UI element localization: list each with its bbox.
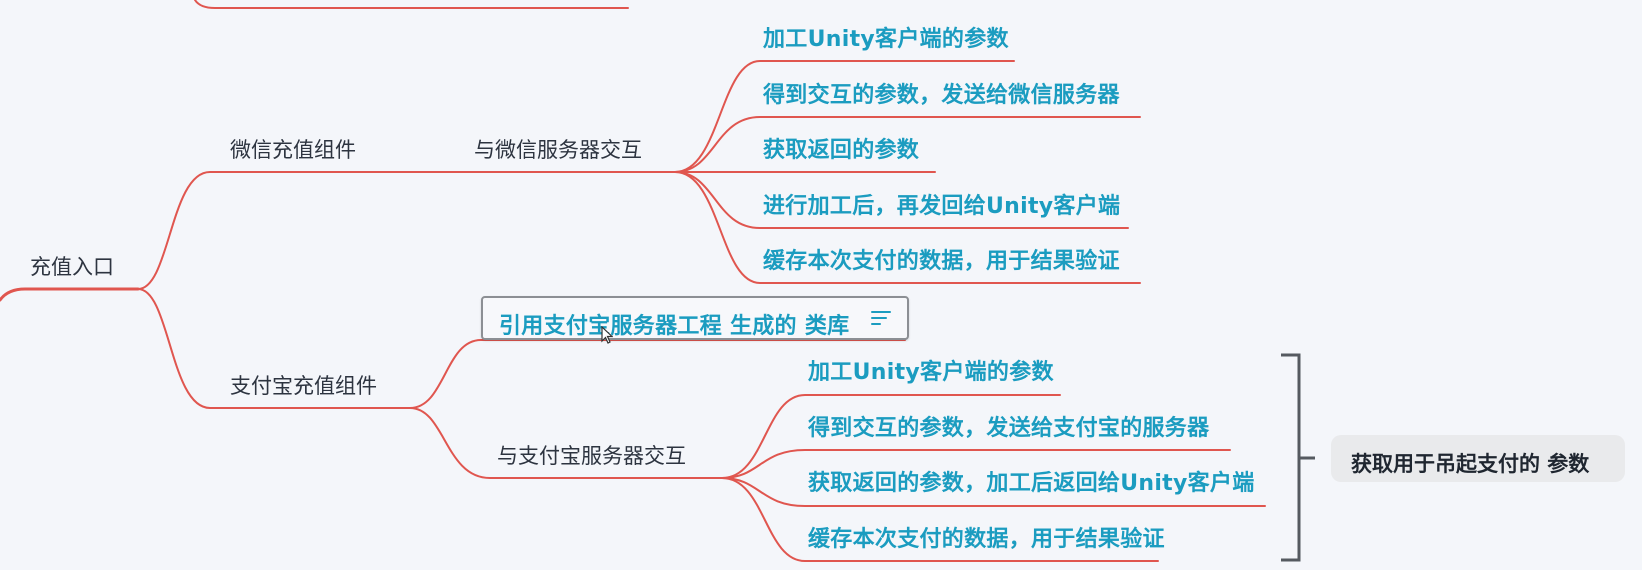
branch-alipay-component[interactable]: 支付宝充值组件 [230, 376, 377, 397]
summary-bracket [1281, 353, 1315, 562]
leaf-label: 进行加工后，再发回给Unity客户端 [763, 194, 1121, 219]
leaf-wechat-3[interactable]: 获取返回的参数 [763, 140, 919, 162]
node-alipay-library-selected[interactable]: 引用支付宝服务器工程 生成的 类库 [481, 296, 909, 340]
node-wechat-interaction-label: 与微信服务器交互 [474, 138, 642, 162]
summary-node-label: 获取用于吊起支付的 参数 [1351, 452, 1590, 476]
leaf-label: 加工Unity客户端的参数 [808, 360, 1054, 385]
leaf-label: 加工Unity客户端的参数 [763, 27, 1009, 52]
node-alipay-interaction-label: 与支付宝服务器交互 [497, 444, 686, 468]
root-node[interactable]: 充值入口 [30, 257, 114, 278]
mouse-cursor-icon [601, 326, 613, 344]
leaf-alipay-2[interactable]: 得到交互的参数，发送给支付宝的服务器 [808, 418, 1209, 440]
summary-node[interactable]: 获取用于吊起支付的 参数 [1331, 435, 1625, 482]
node-alipay-library-label: 引用支付宝服务器工程 生成的 类库 [499, 314, 850, 339]
root-node-label: 充值入口 [30, 255, 114, 279]
leaf-alipay-3[interactable]: 获取返回的参数，加工后返回给Unity客户端 [808, 473, 1255, 495]
node-wechat-interaction[interactable]: 与微信服务器交互 [474, 140, 642, 161]
leaf-label: 得到交互的参数，发送给微信服务器 [763, 83, 1120, 108]
branch-alipay-component-label: 支付宝充值组件 [230, 374, 377, 398]
branch-wechat-component[interactable]: 微信充值组件 [230, 140, 356, 161]
leaf-label: 缓存本次支付的数据，用于结果验证 [763, 249, 1120, 274]
branch-wechat-component-label: 微信充值组件 [230, 138, 356, 162]
leaf-alipay-1[interactable]: 加工Unity客户端的参数 [808, 362, 1054, 384]
leaf-label: 获取返回的参数 [763, 138, 920, 163]
notes-icon[interactable] [871, 311, 891, 327]
leaf-label: 获取返回的参数，加工后返回给Unity客户端 [808, 471, 1255, 496]
leaf-wechat-1[interactable]: 加工Unity客户端的参数 [763, 29, 1009, 51]
leaf-wechat-2[interactable]: 得到交互的参数，发送给微信服务器 [763, 85, 1120, 107]
leaf-wechat-5[interactable]: 缓存本次支付的数据，用于结果验证 [763, 251, 1120, 273]
leaf-label: 得到交互的参数，发送给支付宝的服务器 [808, 416, 1210, 441]
node-alipay-interaction[interactable]: 与支付宝服务器交互 [497, 446, 686, 467]
leaf-wechat-4[interactable]: 进行加工后，再发回给Unity客户端 [763, 196, 1120, 218]
leaf-label: 缓存本次支付的数据，用于结果验证 [808, 527, 1165, 552]
leaf-alipay-4[interactable]: 缓存本次支付的数据，用于结果验证 [808, 529, 1165, 551]
